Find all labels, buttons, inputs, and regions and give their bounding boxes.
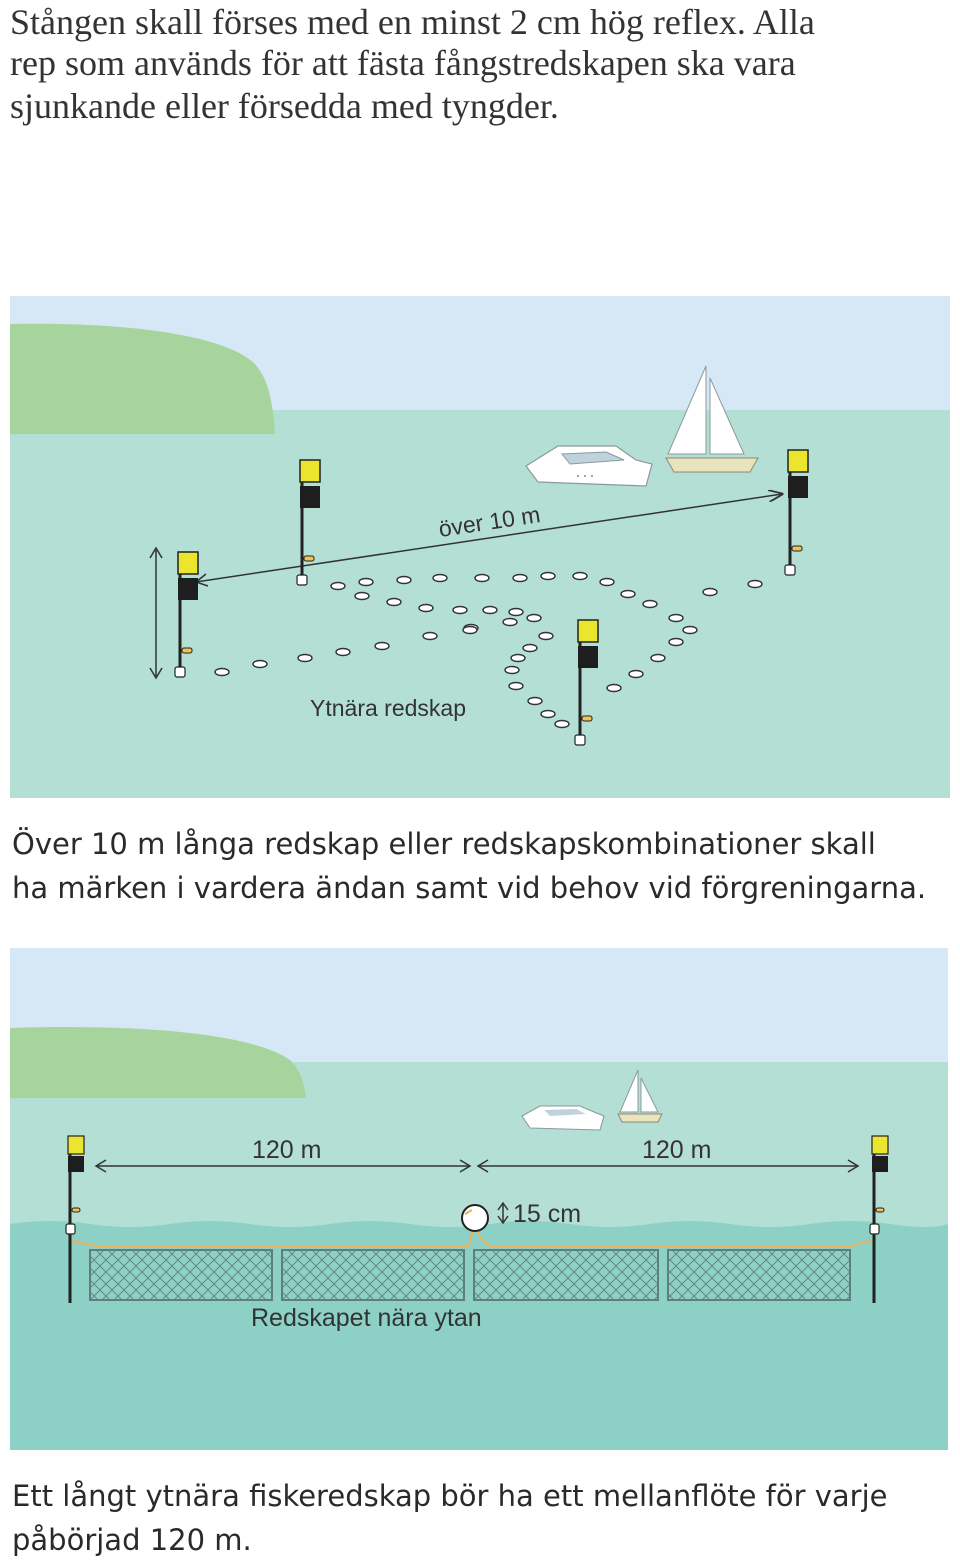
height-indicator xyxy=(149,546,163,680)
left-distance-label: 120 m xyxy=(252,1136,321,1164)
right-distance-label: 120 m xyxy=(642,1136,711,1164)
headline-rope xyxy=(69,1231,873,1247)
sailboat-icon xyxy=(617,1069,663,1123)
intro-line-3: sjunkande eller försedda med tyngder. xyxy=(10,86,559,126)
motorboat-icon xyxy=(521,1105,605,1131)
net-panels xyxy=(89,1249,851,1301)
intro-line-1: Stången skall förses med en minst 2 cm h… xyxy=(10,2,815,42)
headland xyxy=(10,1027,306,1098)
sailboat-icon xyxy=(665,365,759,473)
caption-2-line-1: Ett långt ytnära fiskeredskap bör ha ett… xyxy=(12,1479,888,1513)
gear-label: Ytnära redskap xyxy=(310,695,466,721)
distance-arrows xyxy=(94,1159,860,1225)
headland xyxy=(10,323,275,434)
marker-illustration-surface-gear: 120 m 120 m 15 cm Redskapet nära ytan xyxy=(10,948,948,1450)
caption-1-line-1: Över 10 m långa redskap eller redskapsko… xyxy=(12,827,876,861)
intro-line-2: rep som används för att fästa fångstreds… xyxy=(10,43,796,83)
marker-illustration-multi: över 10 m xyxy=(10,296,950,798)
caption-1-line-2: ha märken i vardera ändan samt vid behov… xyxy=(12,871,927,905)
mid-float xyxy=(461,1204,489,1232)
float-height-label: 15 cm xyxy=(513,1200,581,1228)
gear-label: Redskapet nära ytan xyxy=(251,1304,482,1332)
motorboat-icon xyxy=(525,445,653,487)
distance-arrow xyxy=(195,494,782,583)
float-line xyxy=(214,571,763,729)
water xyxy=(10,410,950,798)
caption-2-line-2: påbörjad 120 m. xyxy=(12,1523,252,1557)
